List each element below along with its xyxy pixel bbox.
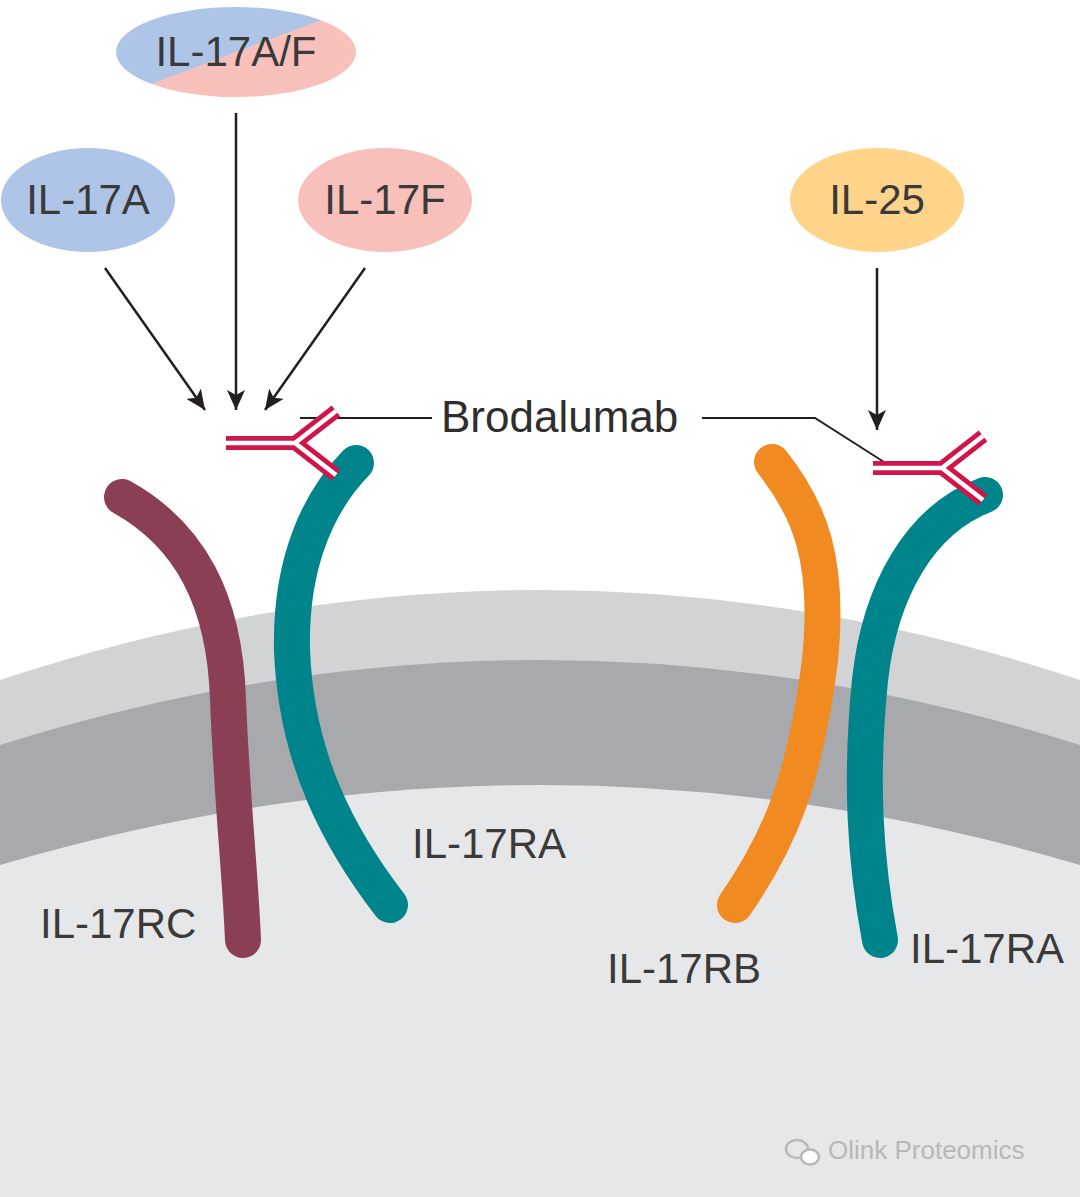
ellipse-fill — [298, 148, 472, 252]
ligand-name: IL-17A/F — [155, 28, 316, 76]
ligand-name: IL-17F — [324, 176, 445, 224]
ligand-ellipse: IL-17A — [1, 148, 175, 252]
ellipse-fill — [116, 7, 356, 97]
receptor-stalk — [292, 463, 390, 905]
chain-shape — [600, 450, 850, 1000]
receptor-name: IL-17RA — [910, 925, 1064, 973]
membrane-core — [0, 660, 1080, 1197]
leader-line — [300, 417, 432, 419]
binding-arrow — [105, 268, 205, 410]
drug-name: Brodalumab — [441, 392, 678, 442]
receptor-chain: IL-17RB — [600, 450, 850, 1000]
receptor-name: IL-17RC — [40, 900, 196, 948]
chain-shape — [840, 430, 1078, 980]
binding-arrow — [235, 113, 238, 410]
binding-arrow — [265, 268, 365, 410]
receptor-chain: IL-17RC — [30, 470, 302, 965]
receptor-stalk — [735, 462, 823, 905]
leader-line — [702, 418, 884, 462]
wechat-icon — [786, 1140, 819, 1165]
ellipse-fill — [1, 148, 175, 252]
cytoplasm — [0, 785, 1080, 1197]
antibody-symbol — [873, 436, 983, 500]
receptor-chain: IL-17RA — [840, 430, 1078, 980]
ligand-ellipse: IL-17A/F — [116, 7, 356, 97]
ellipse-fill — [790, 148, 964, 252]
chain-shape — [30, 470, 302, 965]
ligand-ellipse: IL-25 — [790, 148, 964, 252]
antibody-symbol — [226, 411, 336, 475]
ligand-name: IL-25 — [829, 176, 925, 224]
outer-leaflet — [0, 590, 1080, 1197]
ligand-ellipse: IL-17F — [298, 148, 472, 252]
receptor-name: IL-17RB — [607, 945, 761, 993]
receptor-stalk — [122, 497, 243, 940]
ligand-name: IL-17A — [26, 176, 150, 224]
watermark: Olink Proteomics — [828, 1135, 1025, 1166]
receptor-name: IL-17RA — [412, 820, 566, 868]
receptor-stalk — [865, 495, 985, 940]
receptor-chain: IL-17RA — [200, 410, 580, 930]
binding-arrow — [876, 268, 879, 430]
